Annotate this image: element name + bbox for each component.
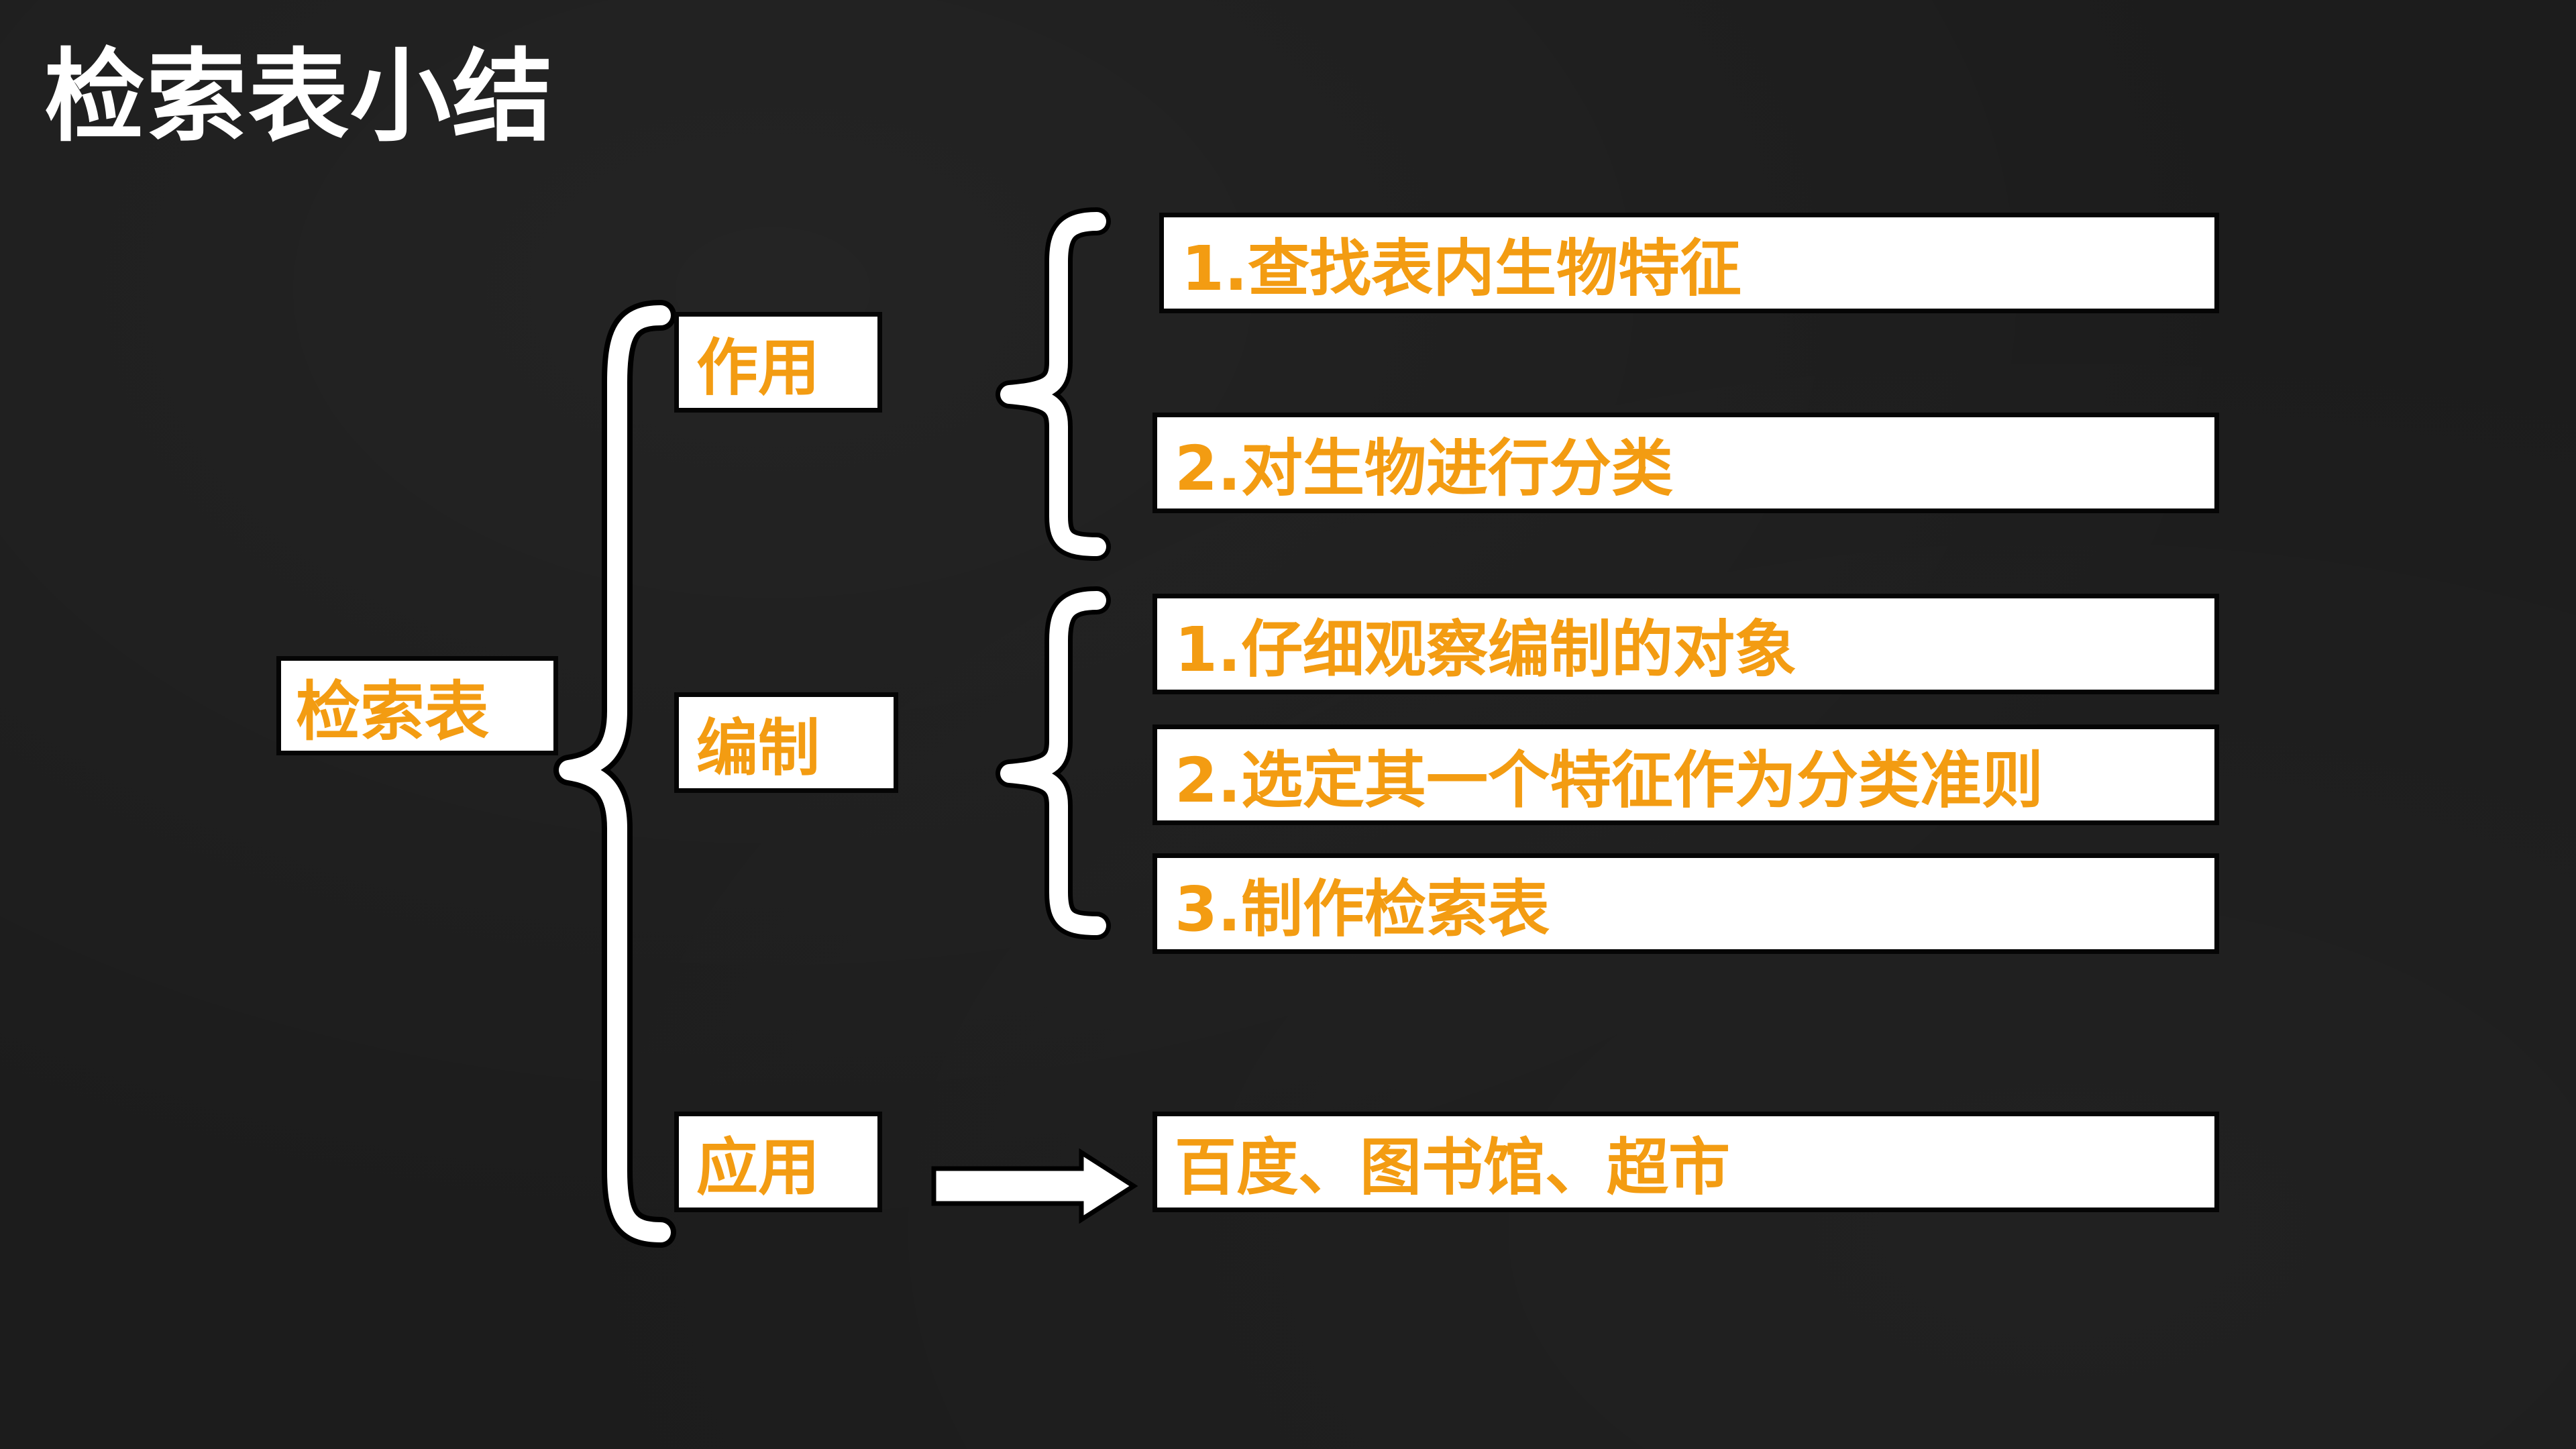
bianzhi-item-2-text: 2.选定其一个特征作为分类准则	[1175, 744, 2043, 816]
brace-zuoyong	[996, 207, 1111, 561]
branch-bianzhi: 编制	[674, 692, 898, 793]
bianzhi-item-3: 3.制作检索表	[1152, 853, 2219, 954]
branch-yingyong: 应用	[674, 1112, 882, 1212]
bianzhi-item-3-text: 3.制作检索表	[1175, 873, 1550, 945]
yingyong-item-1-text: 百度、图书馆、超市	[1175, 1131, 1731, 1203]
zuoyong-item-1: 1.查找表内生物特征	[1159, 213, 2219, 313]
branch-yingyong-label: 应用	[696, 1131, 820, 1203]
branch-zuoyong: 作用	[674, 312, 882, 413]
zuoyong-item-1-text: 1.查找表内生物特征	[1181, 232, 1741, 305]
right-arrow-icon	[931, 1148, 1138, 1224]
zuoyong-item-2: 2.对生物进行分类	[1152, 413, 2219, 513]
branch-zuoyong-label: 作用	[696, 331, 820, 404]
bianzhi-item-2: 2.选定其一个特征作为分类准则	[1152, 724, 2219, 825]
yingyong-item-1: 百度、图书馆、超市	[1152, 1112, 2219, 1212]
root-node-label: 检索表	[296, 674, 489, 749]
brace-bianzhi	[996, 586, 1111, 940]
branch-bianzhi-label: 编制	[696, 712, 820, 784]
bianzhi-item-1: 1.仔细观察编制的对象	[1152, 594, 2219, 694]
root-node: 检索表	[276, 656, 558, 755]
zuoyong-item-2-text: 2.对生物进行分类	[1175, 432, 1673, 504]
bianzhi-item-1-text: 1.仔细观察编制的对象	[1175, 613, 1796, 686]
main-brace	[553, 300, 676, 1248]
page-title: 检索表小结	[44, 39, 555, 156]
